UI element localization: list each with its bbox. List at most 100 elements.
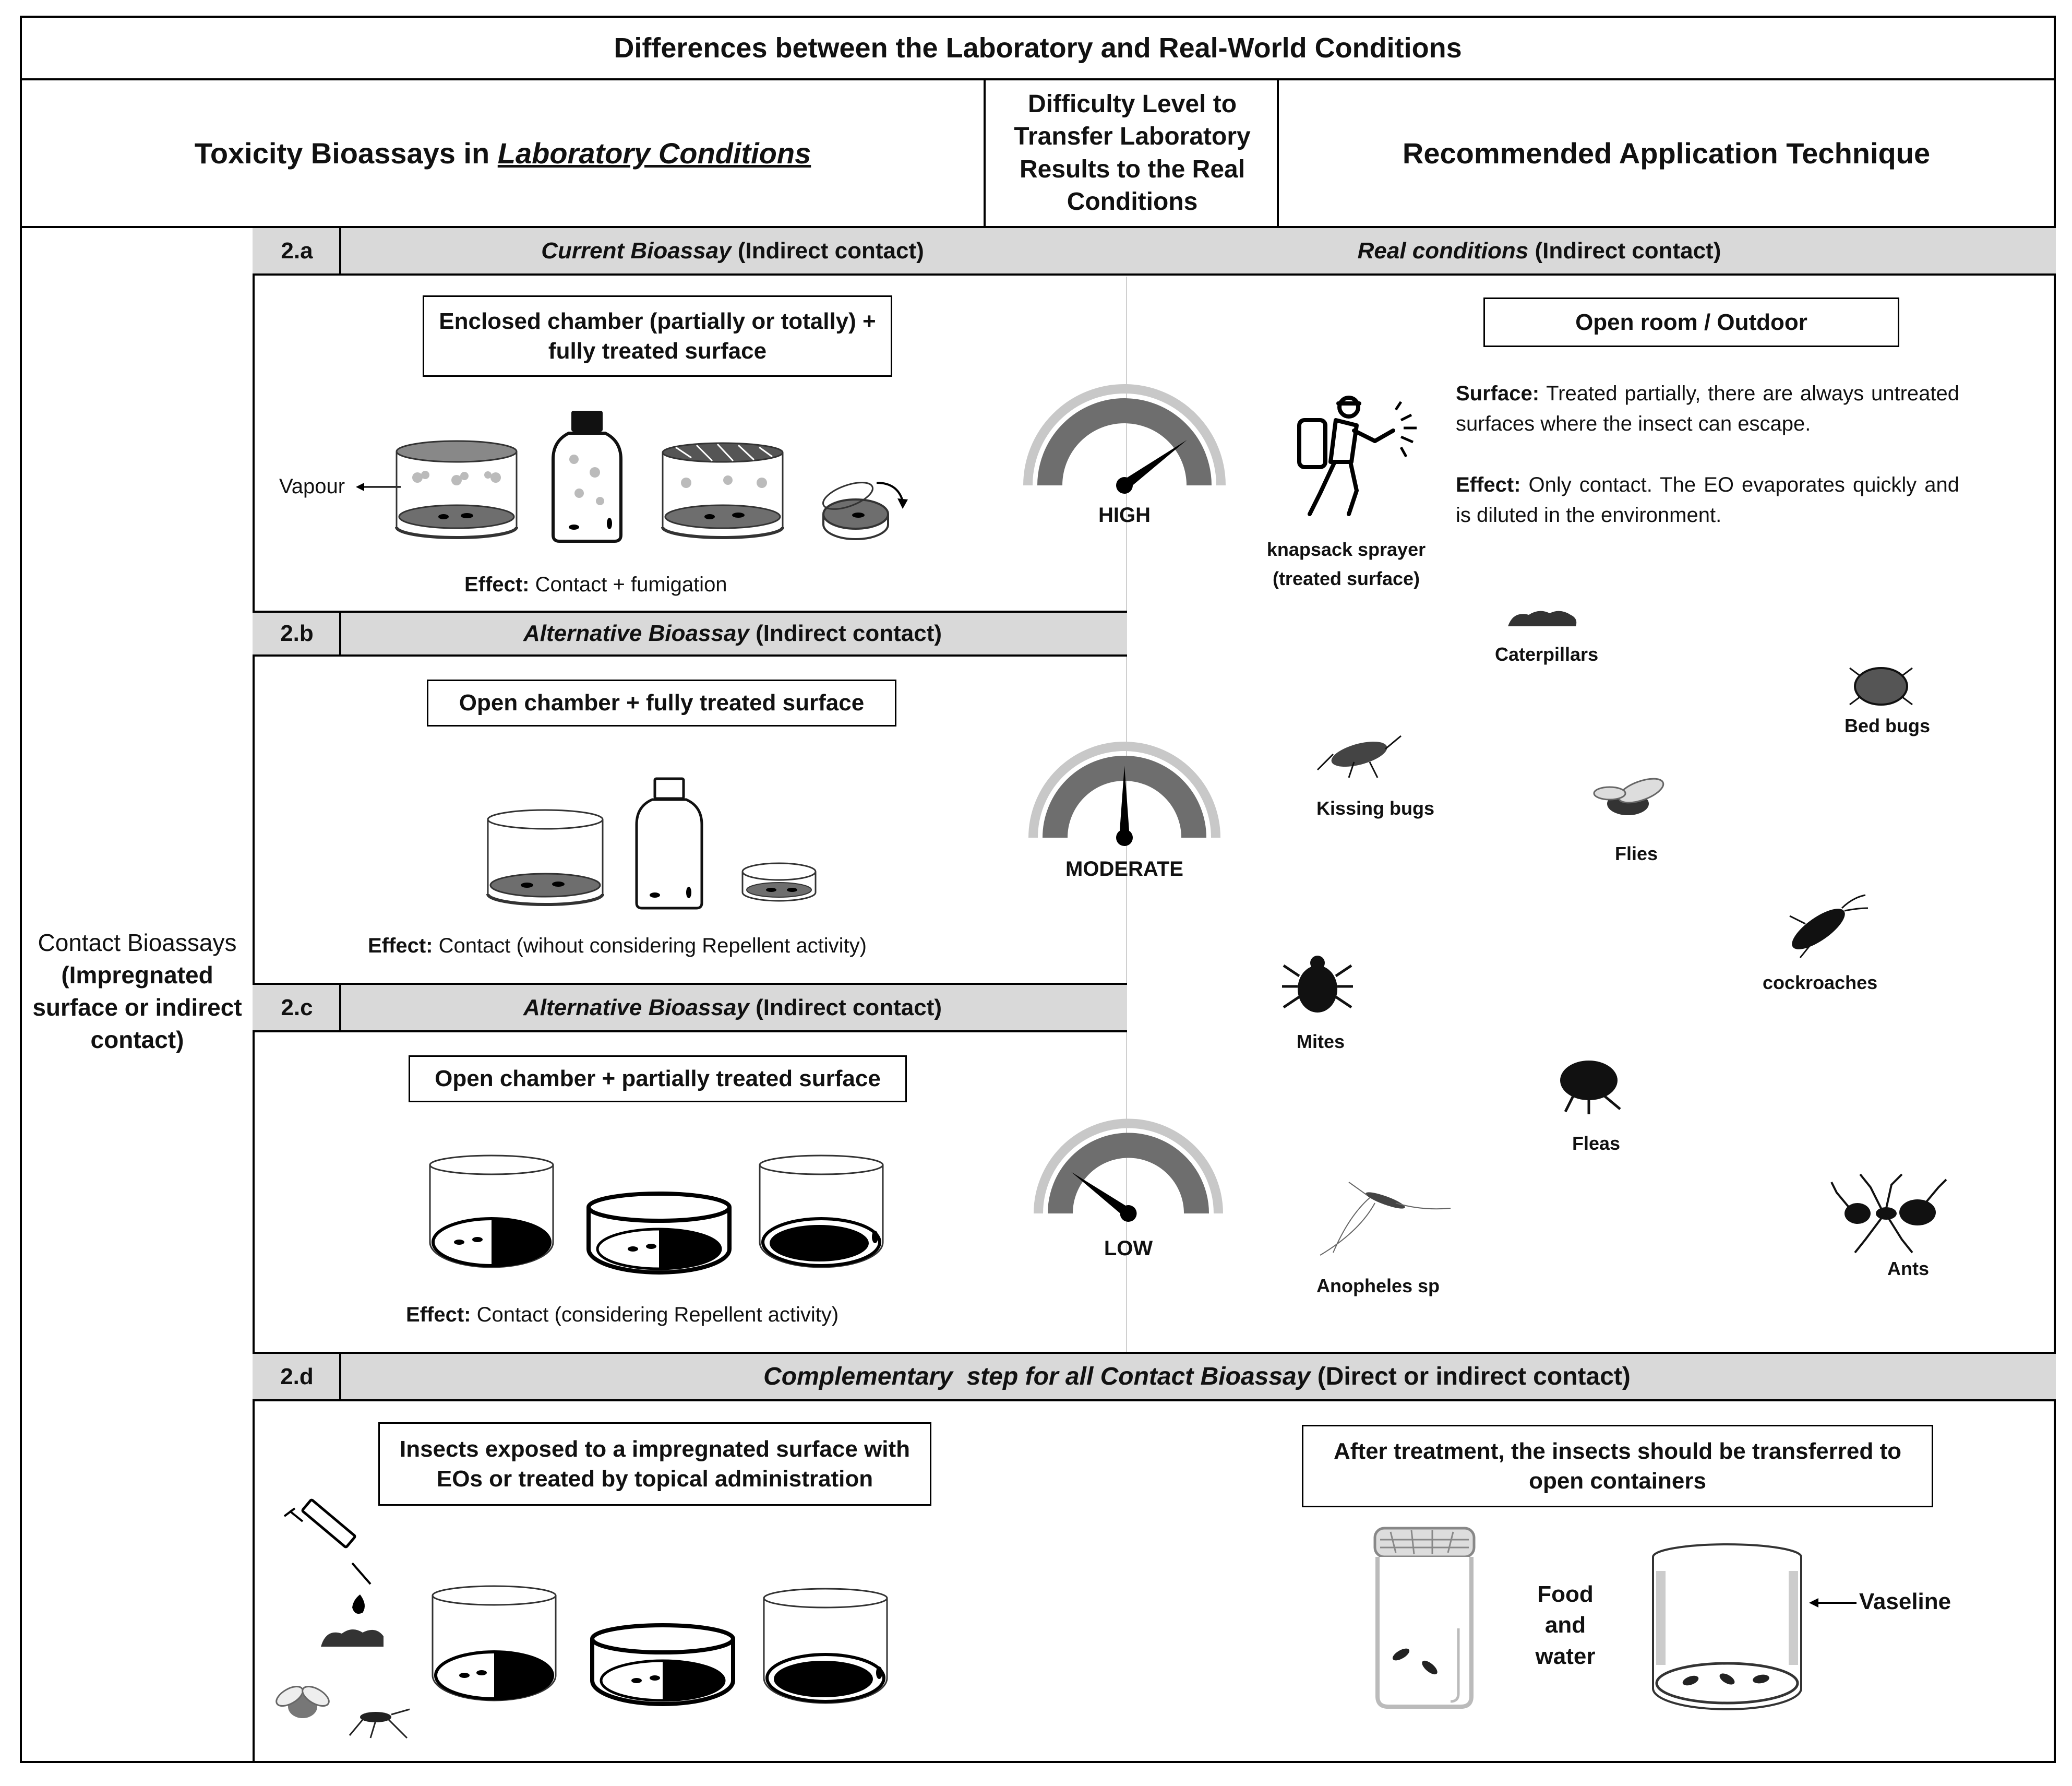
insect-label: Kissing bugs [1316,797,1435,819]
section-id-2d: 2.d [280,1363,314,1389]
box-2d-right: After treatment, the insects should be t… [1302,1425,1933,1507]
section-title-2b: Alternative Bioassay (Indirect contact) [341,613,1124,654]
open-jar-icon [486,809,604,906]
gauge-band [1037,398,1212,486]
row-label-title: Contact Bioassays [38,929,237,956]
ant-icon [1830,1173,1947,1254]
divider [20,78,2056,80]
box-2b: Open chamber + fully treated surface [427,680,896,727]
gauge-needle [1071,1172,1132,1218]
section-title-2c-rest: (Indirect contact) [749,994,942,1020]
gauge-moderate-icon [1028,742,1220,846]
section-bar-2c [253,983,1127,1032]
half-treated-petri-icon [586,1192,732,1275]
section-title-2d-rest: (Direct or indirect contact) [1310,1363,1631,1390]
flea-icon [1560,1061,1621,1114]
effect-label: Effect: [464,573,530,596]
surface-text: Treated partially, there are always untr… [1456,382,1966,435]
gauge-hub [1120,1205,1137,1222]
bottle-icon [552,411,622,543]
real-effect-text: Effect: Only contact. The EO evaporates … [1456,470,1959,530]
section-bar-2b [253,611,1127,657]
gauge-low-icon [1034,1118,1223,1222]
gauge-needle [1119,766,1130,838]
divider [339,226,341,276]
half-treated-jar-icon [432,1585,557,1701]
mite-icon [1282,956,1353,1013]
row-label: Contact Bioassays (Impregnated surface o… [22,926,253,1056]
partial-jar-icon [763,1588,888,1704]
section-title-2a-italic: Current Bioassay [541,237,732,264]
box-2a: Enclosed chamber (partially or totally) … [423,295,892,377]
gauge-moderate-label: MODERATE [1065,858,1183,880]
section-title-2c-italic: Alternative Bioassay [523,994,749,1020]
divider [339,983,341,1032]
gauge-band [1048,1133,1209,1214]
gauge-high-icon [1023,384,1226,494]
vaseline-arrow-icon [1809,1598,1857,1608]
insect-label: Caterpillars [1495,644,1599,665]
section-title-2b-italic: Alternative Bioassay [523,621,749,646]
caterpillar-icon [321,1629,384,1647]
lab-header: Toxicity Bioassays in Laboratory Conditi… [22,80,984,226]
section-title-2d-italic: Complementary step for all Contact Bioas… [763,1363,1311,1390]
effect-2b: Effect: Contact (wihout considering Repe… [368,934,867,958]
effect-label: Effect: [406,1303,471,1326]
mosquito-icon [349,1708,410,1739]
fly-icon [276,1685,330,1718]
real-title-rest: (Indirect contact) [1528,237,1721,264]
anopheles-icon [1320,1182,1451,1256]
partial-jar-icon [759,1154,884,1268]
open-petri-icon [741,862,817,902]
enclosed-jar-icon [395,440,518,539]
section-title-2a: Current Bioassay (Indirect contact) [341,228,1124,273]
row-label-subtitle: (Impregnated surface or indirect contact… [32,961,242,1054]
cockroach-icon [1789,894,1869,958]
knapsack-label: knapsack sprayer (treated surface) [1266,539,1426,589]
section-title-2b-rest: (Indirect contact) [749,621,942,646]
effect-label: Effect: [368,934,433,957]
gauge-ring [1028,742,1220,838]
real-title-italic: Real conditions [1357,237,1529,264]
mesh-lid-jar-icon [1373,1527,1476,1709]
section-title-2c: Alternative Bioassay (Indirect contact) [341,985,1124,1030]
bed-bug-icon [1849,667,1913,706]
effect-text: Only contact. The EO evaporates quickly … [1456,473,1966,527]
effect-text: Contact (considering Repellent activity) [471,1303,839,1326]
recommended-header: Recommended Application Technique [1402,137,1931,170]
lab-header-emph: Laboratory Conditions [497,137,811,170]
effect-2a: Effect: Contact + fumigation [464,573,727,597]
box-2c: Open chamber + partially treated surface [409,1055,907,1102]
divider [339,1352,341,1401]
section-id-2a: 2.a [281,237,313,264]
kissing-bug-icon [1316,735,1402,778]
insect-label: Fleas [1572,1133,1621,1154]
open-bottle-icon [635,777,703,910]
vaseline-label: Vaseline [1859,1589,1951,1614]
vaseline-jar-icon [1652,1543,1802,1710]
effect-text: Contact (wihout considering Repellent ac… [433,934,867,957]
gauge-high-label: HIGH [1098,504,1151,527]
gauge-ring [1034,1118,1223,1214]
divider [1277,78,1279,227]
insect-label: cockroaches [1763,972,1878,993]
surface-label: Surface: [1456,382,1540,405]
effect-text: Contact + fumigation [529,573,727,596]
box-2d-left: Insects exposed to a impregnated surface… [378,1422,931,1506]
half-treated-jar-icon [429,1154,554,1268]
petri-dish-icon [822,482,908,540]
divider [339,611,341,657]
real-conditions-title: Real conditions (Indirect contact) [1127,228,1951,273]
insect-label: Mites [1297,1031,1345,1052]
section-title-2d: Complementary step for all Contact Bioas… [341,1354,2053,1399]
knapsack-sprayer-icon [1297,396,1417,516]
section-bar-2d [253,1352,2056,1401]
insect-label: Anopheles sp [1316,1275,1440,1296]
insect-label: Bed bugs [1845,715,1931,736]
real-surface-text: Surface: Treated partially, there are al… [1456,378,1959,439]
section-bar-2a [253,226,2056,276]
section-title-2a-rest: (Indirect contact) [731,237,924,264]
lab-header-prefix: Toxicity Bioassays in [194,137,498,170]
gauge-low-label: LOW [1104,1237,1153,1260]
divider [984,78,986,227]
